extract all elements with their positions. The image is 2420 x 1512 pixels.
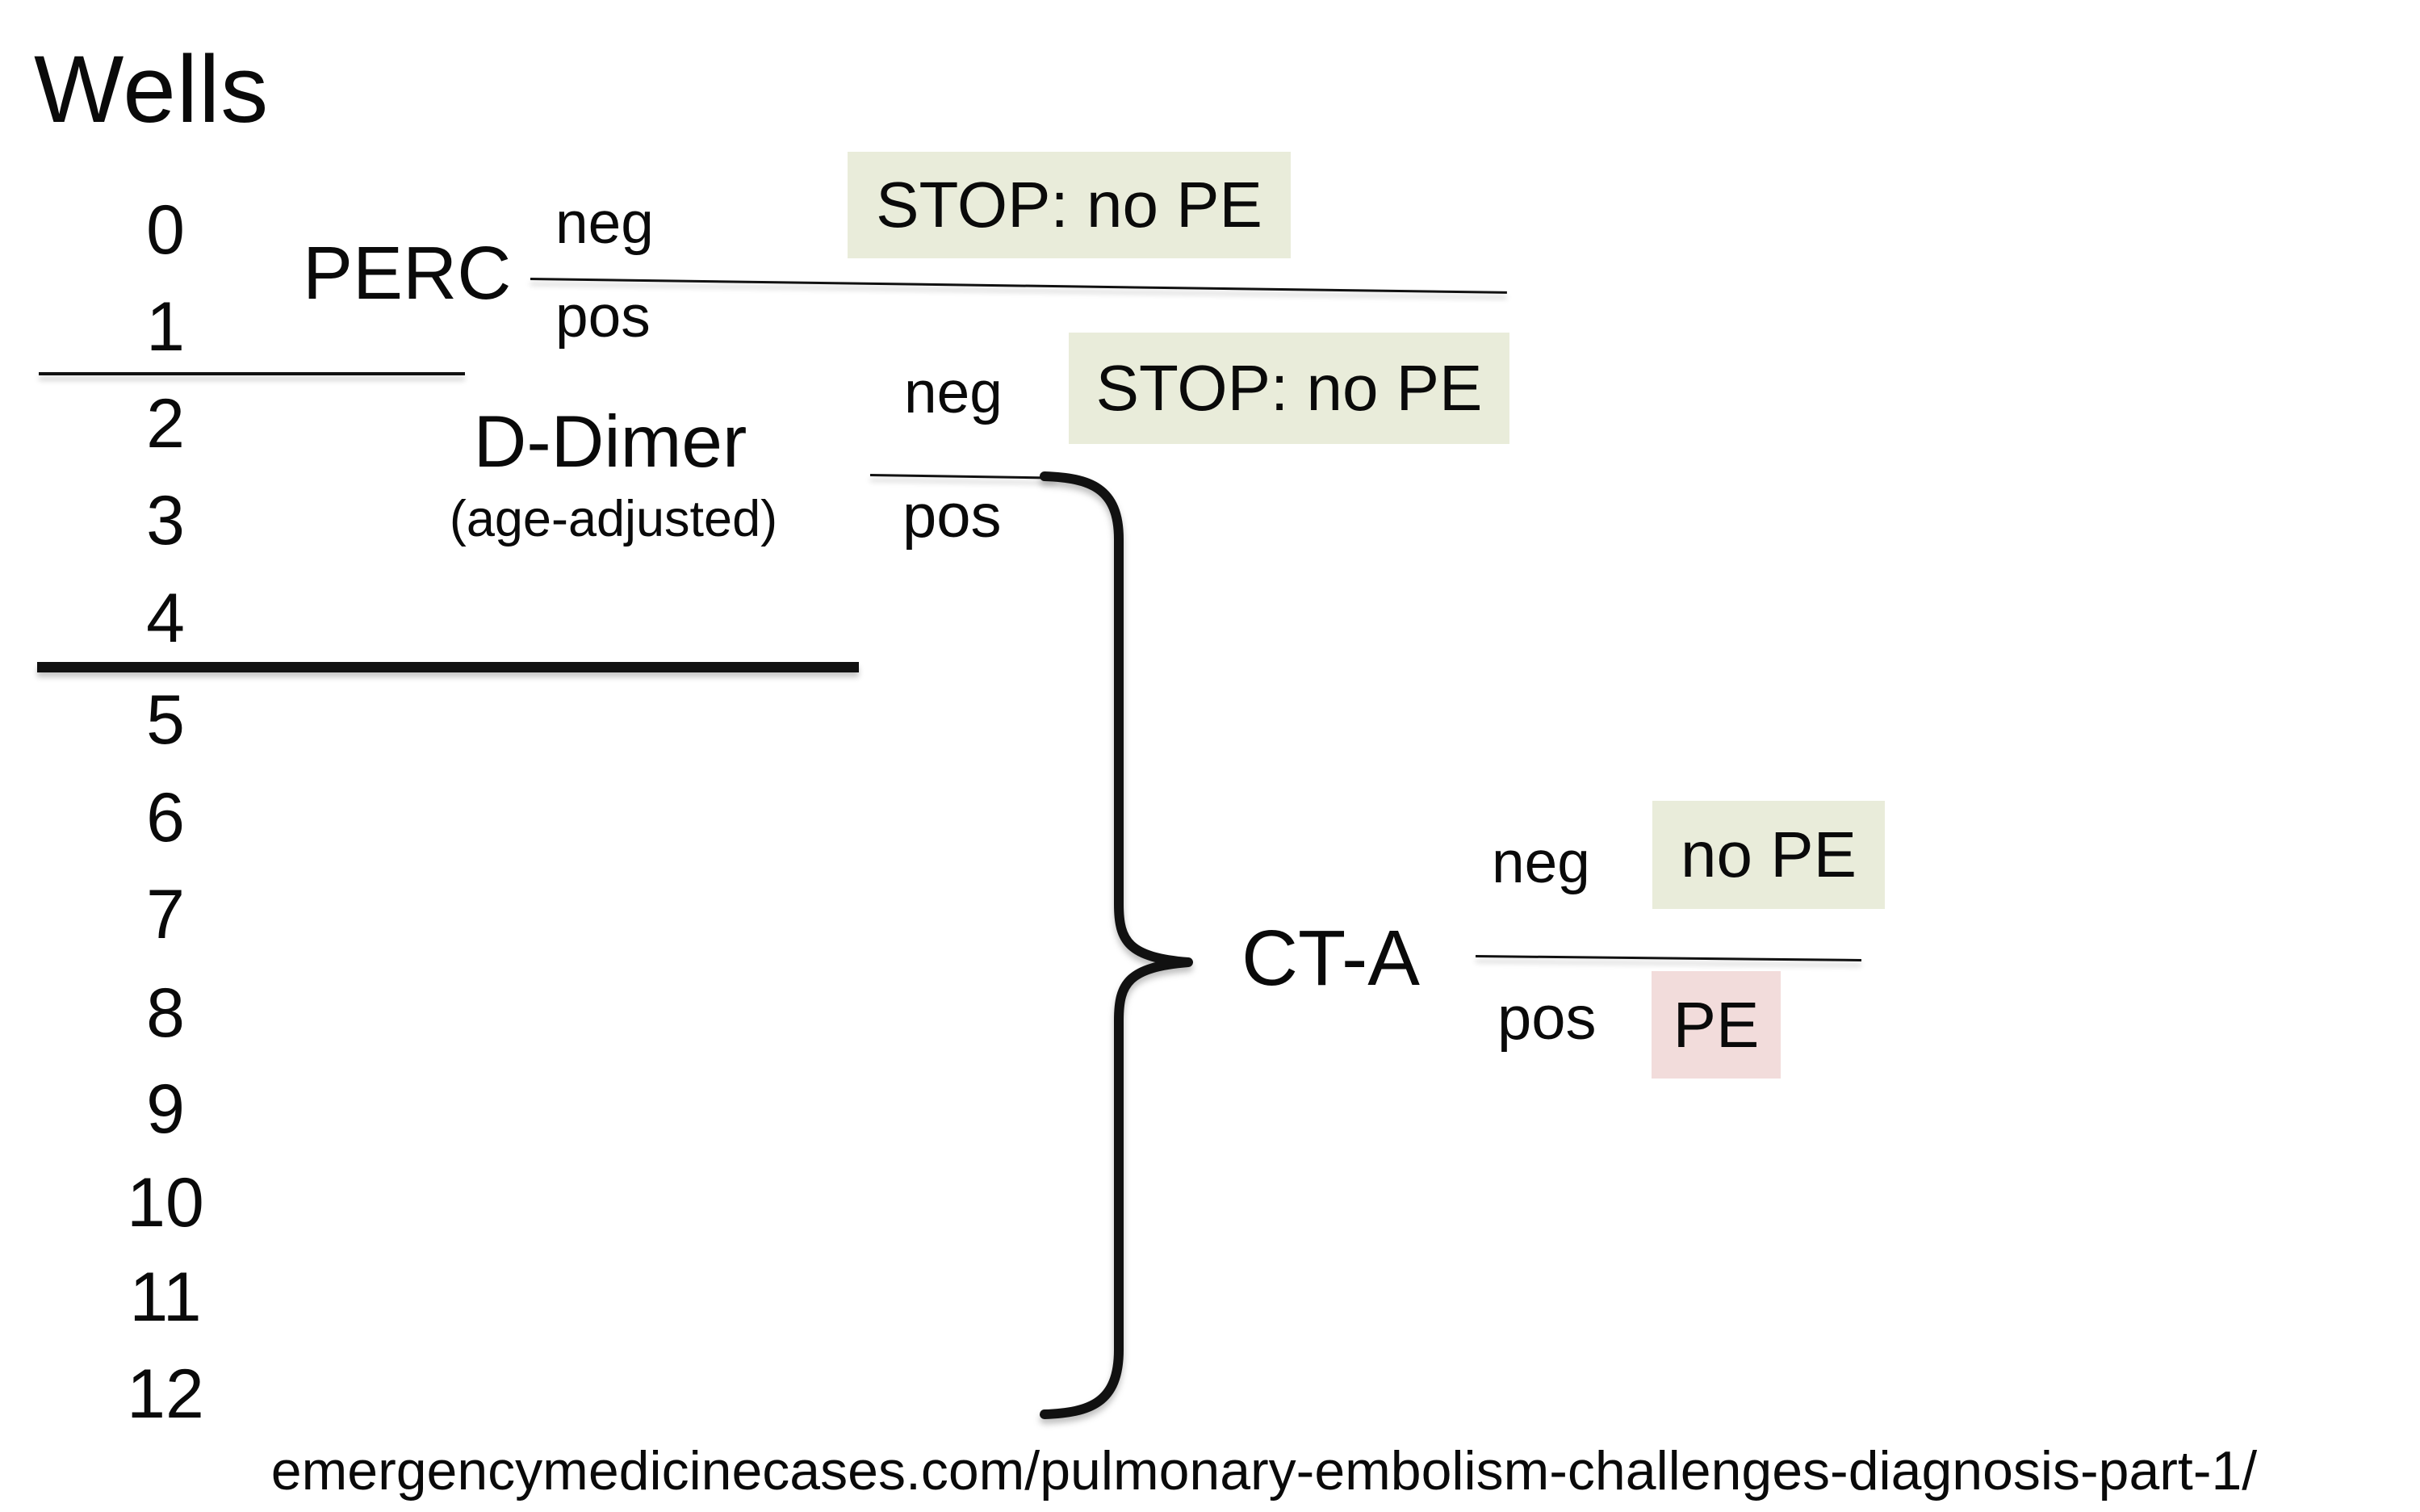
cta-neg-label: neg	[1492, 830, 1590, 895]
wells-score-11: 11	[129, 1259, 202, 1336]
perc-stop-result-text: STOP: no PE	[876, 169, 1262, 241]
cta-pe-result-box: PE	[1652, 971, 1781, 1079]
wells-score-1: 1	[146, 288, 185, 366]
wells-score-8: 8	[146, 974, 185, 1052]
wells-score-7: 7	[146, 876, 185, 953]
ddimer-pos-label: pos	[902, 482, 1002, 551]
wells-score-0: 0	[146, 191, 185, 269]
cta-label: CT-A	[1241, 914, 1420, 1002]
cta-pe-result-text: PE	[1673, 988, 1760, 1061]
perc-branch-divider-line	[530, 278, 1507, 294]
wells-score-5: 5	[146, 681, 185, 759]
cta-branch-divider-line	[1475, 955, 1861, 962]
wells-score-6: 6	[146, 779, 185, 857]
perc-label: PERC	[303, 231, 512, 315]
ddimer-stop-result-box: STOP: no PE	[1069, 333, 1509, 444]
wells-score-2: 2	[146, 385, 185, 463]
wells-score-10: 10	[127, 1164, 204, 1242]
ddimer-neg-label: neg	[904, 360, 1003, 425]
perc-pos-label: pos	[555, 284, 651, 350]
wells-low-risk-divider-line	[39, 372, 465, 375]
cta-pos-label: pos	[1497, 984, 1597, 1053]
cta-no-pe-result-text: no PE	[1681, 819, 1857, 890]
ddimer-label: D-Dimer	[473, 401, 747, 483]
wells-score-3: 3	[146, 482, 185, 559]
ddimer-branch-divider-line	[869, 474, 1056, 480]
wells-score-12: 12	[127, 1355, 204, 1433]
cta-no-pe-result-box: no PE	[1652, 801, 1885, 909]
perc-neg-label: neg	[555, 191, 654, 256]
ddimer-sublabel: (age-adjusted)	[449, 491, 778, 547]
page-title: Wells	[34, 36, 270, 143]
wells-score-9: 9	[146, 1070, 185, 1148]
perc-stop-result-box: STOP: no PE	[848, 152, 1291, 258]
wells-high-risk-divider-line	[37, 662, 859, 672]
source-url: emergencymedicinecases.com/pulmonary-emb…	[270, 1440, 2258, 1502]
wells-score-4: 4	[146, 580, 185, 657]
ddimer-stop-result-text: STOP: no PE	[1095, 352, 1483, 424]
